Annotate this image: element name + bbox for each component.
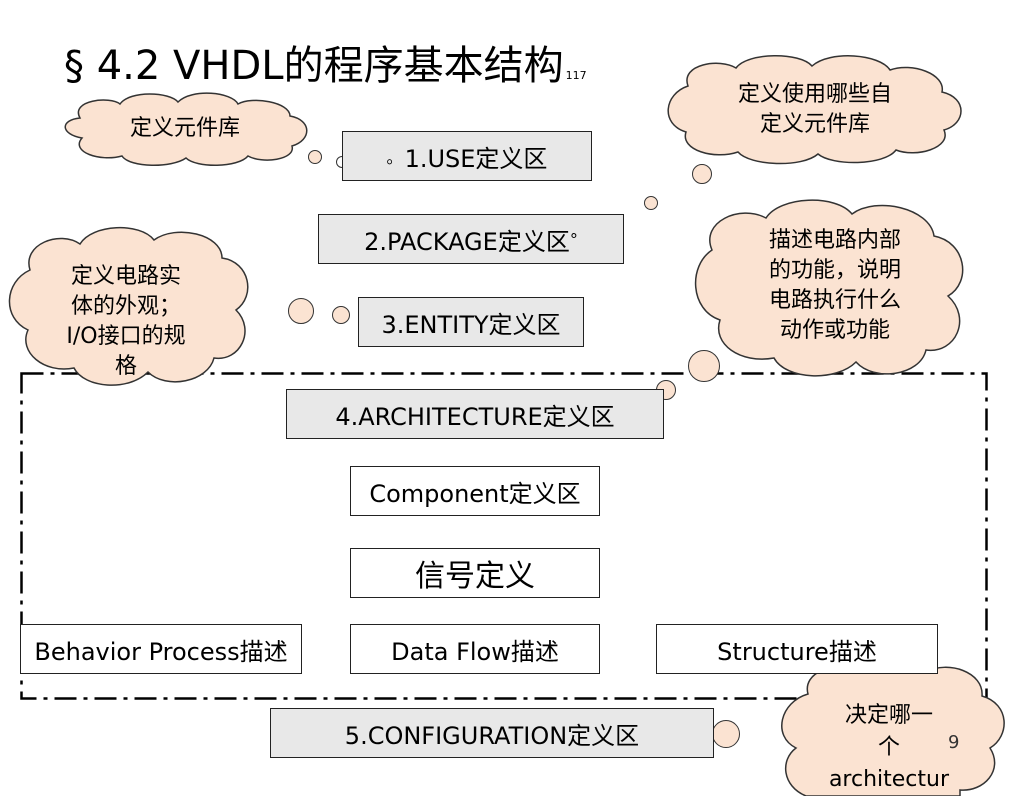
configuration-section-label: 5.CONFIGURATION定义区 — [344, 721, 640, 750]
architecture-section-box: 4.ARCHITECTURE定义区 — [286, 389, 664, 439]
behavior-process-label: Behavior Process描述 — [34, 637, 288, 666]
cloud-custom-library-line: 定义使用哪些自 — [737, 82, 892, 107]
cloud-entity-line: 格 — [114, 354, 137, 379]
package-section-label: 2.PACKAGE定义区 — [364, 227, 570, 256]
package-stray-mark: ° — [569, 229, 578, 249]
slide-title-text: § 4.2 VHDL的程序基本结构 — [64, 43, 564, 89]
cloud-configuration-line: 决定哪一 — [844, 703, 933, 728]
cloud-custom-library-text: 定义使用哪些自 定义元件库 — [700, 80, 930, 140]
cloud-entity-text: 定义电路实 体的外观； I/O接口的规 格 — [36, 262, 216, 382]
cloud-entity-line: 定义电路实 — [70, 264, 181, 289]
cloud-configuration-text: 决定哪一 个 architectur — [814, 700, 964, 796]
cloud-architecture — [694, 199, 964, 377]
behavior-process-box: Behavior Process描述 — [20, 624, 302, 674]
use-section-box: 。1.USE定义区 — [342, 131, 592, 181]
cloud-library-label: 定义元件库 — [129, 116, 240, 141]
cloud-entity-line: I/O接口的规 — [66, 324, 186, 349]
data-flow-box: Data Flow描述 — [350, 624, 600, 674]
thought-bubble — [712, 720, 740, 748]
cloud-entity-line: 体的外观； — [70, 294, 181, 319]
title-superscript: 117 — [565, 69, 587, 82]
cloud-entity — [8, 227, 249, 386]
thought-bubble-small — [332, 306, 350, 324]
use-section-label: 1.USE定义区 — [404, 144, 548, 173]
structure-box: Structure描述 — [656, 624, 938, 674]
cloud-configuration-line: 个 — [877, 735, 900, 760]
cloud-configuration-line: architectur — [828, 767, 950, 792]
page-number: 9 — [948, 732, 960, 753]
signal-definition-box: 信号定义 — [350, 548, 600, 598]
cloud-architecture-line: 电路执行什么 — [768, 288, 901, 313]
component-label: Component定义区 — [369, 479, 581, 508]
structure-label: Structure描述 — [717, 637, 877, 666]
component-box: Component定义区 — [350, 466, 600, 516]
thought-bubble-small — [308, 150, 322, 164]
cloud-architecture-line: 描述电路内部 — [768, 228, 901, 253]
thought-bubble — [692, 164, 712, 184]
entity-section-label: 3.ENTITY定义区 — [381, 310, 561, 339]
thought-bubble — [688, 350, 720, 382]
cloud-custom-library — [667, 55, 962, 165]
signal-definition-label: 信号定义 — [415, 559, 535, 594]
configuration-section-box: 5.CONFIGURATION定义区 — [270, 708, 714, 758]
thought-bubble-small — [644, 196, 658, 210]
cloud-custom-library-line: 定义元件库 — [759, 112, 870, 137]
cloud-library — [64, 92, 308, 166]
data-flow-label: Data Flow描述 — [391, 637, 559, 666]
cloud-architecture-line: 动作或功能 — [779, 318, 890, 343]
architecture-section-label: 4.ARCHITECTURE定义区 — [335, 402, 615, 431]
cloud-library-text: 定义元件库 — [100, 114, 270, 144]
use-stray-mark: 。 — [386, 148, 403, 167]
entity-section-box: 3.ENTITY定义区 — [358, 297, 584, 347]
thought-bubble — [288, 298, 314, 324]
cloud-architecture-text: 描述电路内部 的功能，说明 电路执行什么 动作或功能 — [740, 226, 930, 346]
cloud-architecture-line: 的功能，说明 — [768, 258, 901, 283]
package-section-box: 2.PACKAGE定义区° — [318, 214, 624, 264]
